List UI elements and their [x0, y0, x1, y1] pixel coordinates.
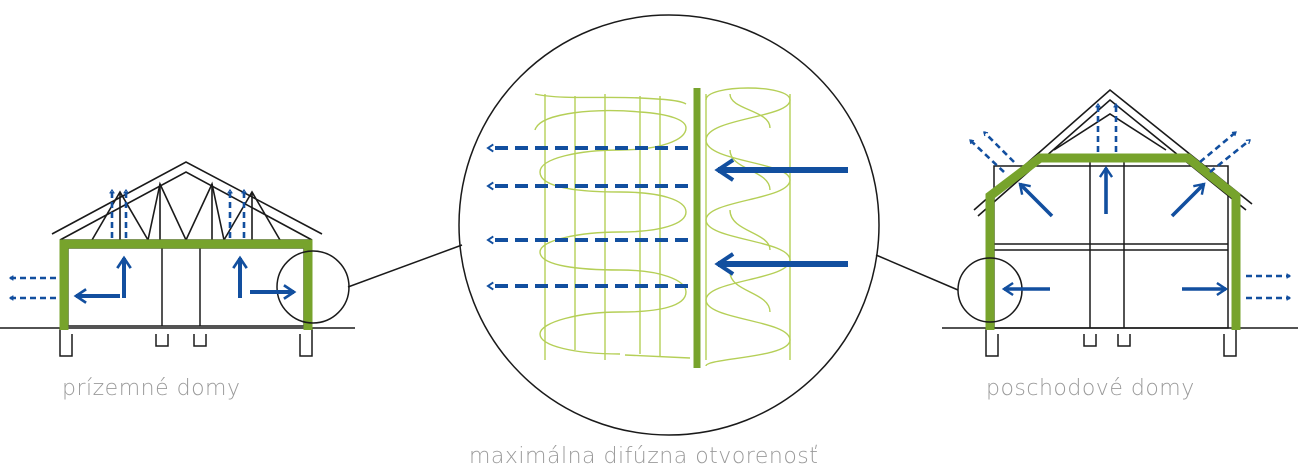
- two-storey-house: [875, 88, 1298, 357]
- detail-circle-left: [276, 250, 350, 324]
- caption-two-storey: poschodové domy: [986, 376, 1195, 401]
- single-storey-house: [0, 161, 463, 357]
- roof-truss: [51, 161, 323, 243]
- moisture-arrows-detail: [486, 143, 848, 291]
- wall-cross-section-detail: [458, 14, 880, 436]
- wall-envelope: [985, 153, 1241, 330]
- caption-diffusion: maximálna difúzna otvorenosť: [469, 444, 819, 469]
- moisture-arrows-right: [969, 102, 1292, 301]
- wall-envelope: [59, 239, 313, 330]
- mineral-wool-insulation: [534, 93, 691, 360]
- wood-fibre-board: [705, 87, 791, 367]
- detail-circle-center: [458, 14, 880, 436]
- moisture-arrows-left: [8, 188, 297, 304]
- caption-single-storey: prízemné domy: [62, 376, 241, 401]
